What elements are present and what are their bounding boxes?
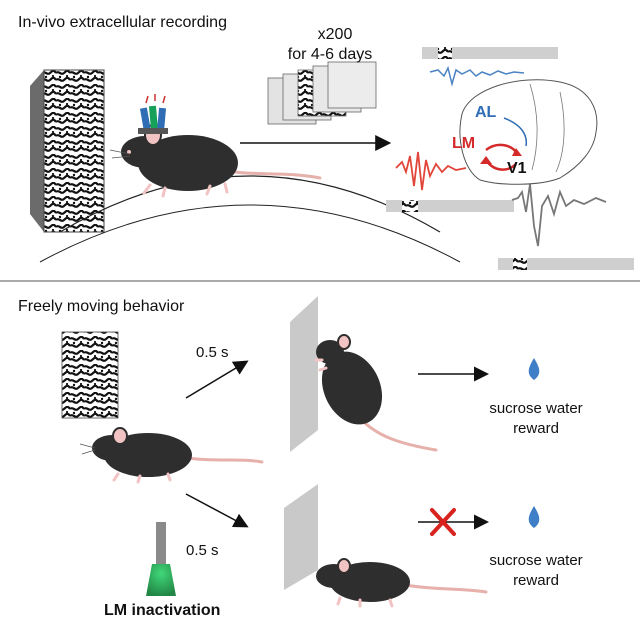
delay-label-bottom: 0.5 s [186, 542, 219, 559]
region-label-al: AL [475, 104, 497, 121]
duration-label: for 4-6 days [287, 46, 373, 63]
lm-v1-arrow-upper [485, 143, 517, 153]
top-panel-title: In-vivo extracellular recording [18, 14, 227, 31]
trial-bar-top [422, 47, 558, 59]
stimulus-frame-stack [267, 61, 377, 125]
trace-v1 [511, 183, 607, 247]
mouse-icon [316, 558, 488, 608]
repeat-count: x200 [317, 26, 353, 43]
reward-label-bottom-line2: reward [513, 572, 559, 589]
electrode-icon [138, 94, 168, 134]
reward-label-bottom-line1: sucrose water [489, 552, 583, 569]
treadmill-arc [59, 175, 441, 233]
brain-outline [459, 79, 598, 185]
branch-arrow-bottom [185, 493, 249, 528]
gray-screen-bottom [284, 484, 318, 590]
cross-icon [430, 508, 456, 536]
mouse-icon [109, 124, 322, 198]
trial-bar-middle [386, 200, 514, 212]
gray-screen-top [290, 296, 318, 452]
mouse-icon [79, 427, 264, 484]
reward-label-top-line1: sucrose water [489, 400, 583, 417]
trace-lm [395, 151, 467, 191]
inactivation-label: LM inactivation [104, 602, 221, 619]
branch-arrow-top [185, 360, 249, 399]
stimulus-screen-bottom [61, 331, 119, 419]
water-drop-icon [528, 506, 540, 528]
water-drop-icon [528, 358, 540, 380]
region-label-lm: LM [452, 135, 476, 152]
al-v1-arrow [503, 117, 528, 147]
trial-bar-bottom [498, 258, 634, 270]
optic-fiber-icon [146, 522, 176, 596]
reward-label-top-line2: reward [513, 420, 559, 437]
trace-al [429, 65, 525, 87]
region-label-v1: V1 [507, 160, 527, 177]
delay-label-top: 0.5 s [196, 344, 229, 361]
stimulus-monitor-top [30, 69, 105, 233]
mouse-icon [314, 334, 438, 452]
bottom-panel-title: Freely moving behavior [18, 298, 185, 315]
treadmill-arc-outer [39, 204, 461, 263]
